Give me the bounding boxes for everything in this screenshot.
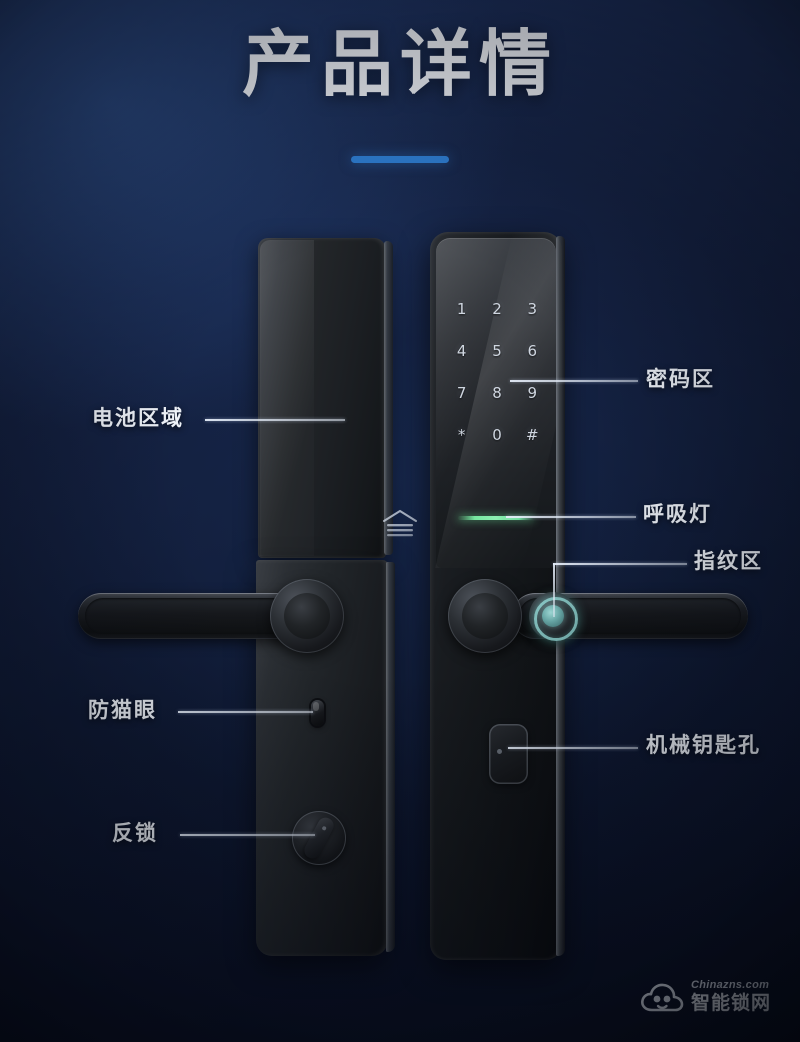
key-6[interactable]: 6 [527, 342, 538, 360]
watermark-text: Chinazns.com 智能锁网 [691, 978, 772, 1014]
handle-lever [78, 593, 300, 639]
leader-line-anti-peephole [178, 711, 313, 713]
key-hash[interactable]: # [526, 426, 539, 444]
handle-base [448, 579, 522, 653]
leader-line-breathing-light [506, 516, 636, 518]
watermark: Chinazns.com 智能锁网 [640, 968, 790, 1024]
knob-lever [301, 814, 337, 862]
callout-fingerprint-area: 指纹区 [694, 551, 763, 572]
reverse-lock-knob[interactable] [292, 811, 346, 865]
callout-anti-peephole: 防猫眼 [88, 700, 157, 721]
leader-line-fingerprint-vertical [553, 563, 555, 617]
key-3[interactable]: 3 [527, 300, 538, 318]
callout-breathing-light: 呼吸灯 [643, 504, 712, 525]
knob-dot [321, 825, 327, 831]
callout-mechanical-keyhole: 机械钥匙孔 [646, 735, 761, 756]
battery-cover [258, 238, 393, 558]
panel-gloss [260, 240, 314, 556]
key-star[interactable]: * [457, 426, 466, 444]
key-2[interactable]: 2 [492, 300, 502, 318]
exterior-door-handle[interactable] [448, 579, 748, 653]
callout-label: 指纹区 [694, 549, 763, 573]
leader-line-fingerprint-area [553, 563, 687, 565]
key-8[interactable]: 8 [492, 384, 502, 402]
callout-label: 密码区 [646, 367, 715, 391]
leader-line-reverse-lock [180, 834, 315, 836]
leader-line-password-area [510, 380, 638, 382]
key-4[interactable]: 4 [456, 342, 467, 360]
callout-label: 机械钥匙孔 [646, 733, 761, 757]
handle-base [270, 579, 344, 653]
leader-line-mechanical-keyhole [508, 747, 638, 749]
key-1[interactable]: 1 [456, 300, 467, 318]
callout-password-area: 密码区 [646, 369, 715, 390]
key-7[interactable]: 7 [456, 384, 467, 402]
mechanical-keyhole-cover[interactable] [489, 724, 528, 784]
interior-door-handle[interactable] [78, 579, 344, 653]
callout-label: 防猫眼 [88, 698, 157, 722]
key-5[interactable]: 5 [492, 342, 502, 360]
watermark-english: Chinazns.com [691, 978, 770, 991]
home-emblem-icon [380, 508, 420, 538]
keypad[interactable]: 1 2 3 4 5 6 7 8 9 * 0 # [444, 302, 550, 443]
leader-line-battery-area [205, 419, 345, 421]
callout-label: 反锁 [112, 821, 158, 845]
key-9[interactable]: 9 [527, 384, 538, 402]
callout-label: 呼吸灯 [643, 502, 712, 526]
key-0[interactable]: 0 [492, 426, 502, 444]
anti-peephole-feature [311, 700, 324, 726]
callout-reverse-lock: 反锁 [112, 823, 158, 844]
callout-label: 电池区域 [92, 406, 184, 430]
cloud-lock-logo-icon [640, 979, 684, 1013]
watermark-chinese: 智能锁网 [691, 991, 772, 1014]
callout-battery-area: 电池区域 [92, 408, 184, 429]
